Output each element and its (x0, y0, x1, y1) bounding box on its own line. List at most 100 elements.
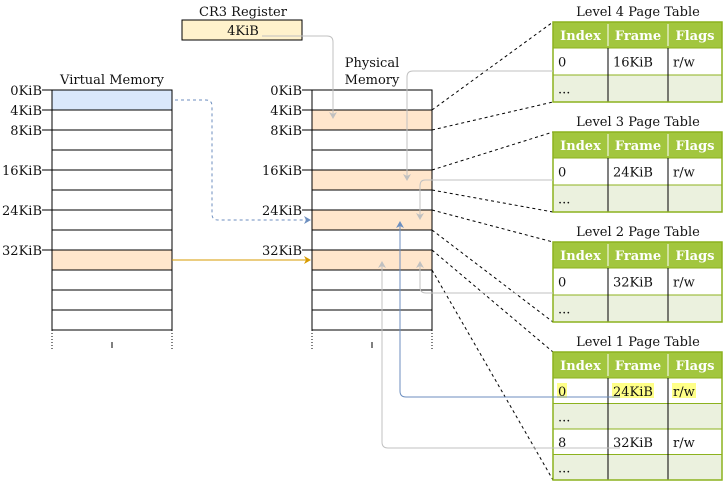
table-cell: 0 (558, 166, 566, 181)
page-table-title: Level 3 Page Table (576, 115, 700, 130)
physical-memory-page-row (311, 129, 433, 151)
physical-memory-page-row (311, 89, 433, 111)
virtual-memory-page-row (51, 149, 173, 171)
table-header-row (553, 352, 722, 378)
virtual-memory-address-label: 4KiB (10, 104, 42, 119)
table-cell: r/w (673, 385, 695, 400)
table-cell: 0 (558, 56, 566, 71)
physical-memory-address-label: 24KiB (262, 204, 302, 219)
table-row (552, 267, 723, 296)
table-cell: r/w (673, 166, 695, 181)
table-cell: 0 (558, 276, 566, 291)
page-table-title: Level 1 Page Table (576, 335, 700, 350)
virtual-memory-title: Virtual Memory (59, 73, 165, 88)
physical-memory-title-2: Memory (345, 73, 400, 88)
physical-memory-title-1: Physical (345, 56, 399, 71)
table-header-cell: Index (560, 139, 601, 154)
physical-memory-address-label: 8KiB (270, 124, 302, 139)
physical-memory-page-row (311, 249, 433, 271)
table-cell: 32KiB (613, 436, 653, 451)
virtual-memory-address-label: 16KiB (2, 164, 42, 179)
virtual-memory-page-row (51, 229, 173, 251)
frame-to-table-connectors (431, 21, 554, 481)
table-row (552, 454, 723, 481)
table-cell: 24KiB (613, 385, 653, 400)
table-cell: 8 (558, 436, 566, 451)
table-cell: ... (558, 193, 570, 208)
table-cell: r/w (673, 436, 695, 451)
table-cell: ... (558, 303, 570, 318)
table-header-cell: Frame (615, 359, 661, 374)
cr3-value: 4KiB (227, 24, 259, 39)
physical-memory-page-row (311, 229, 433, 251)
table-header-row (553, 22, 722, 48)
physical-memory-address-label: 32KiB (262, 244, 302, 259)
virtual-memory-address-label: 0KiB (10, 84, 42, 99)
l1-entry8-arrow (378, 261, 620, 449)
virtual-memory-address-label: 32KiB (2, 244, 42, 259)
physical-memory-page-row (311, 189, 433, 211)
l1-entry0-arrow (396, 221, 620, 398)
table-cell: 32KiB (613, 276, 653, 291)
table-cell: 24KiB (613, 166, 653, 181)
l4-entry-arrow (403, 70, 553, 181)
table-cell: ... (558, 461, 570, 476)
arrows (172, 35, 620, 449)
table-row (552, 74, 723, 103)
physical-memory-page-row (311, 169, 433, 191)
table-header-cell: Index (560, 249, 601, 264)
physical-memory-page-row (311, 149, 433, 171)
virtual-memory-page-row (51, 289, 173, 311)
virtual-memory-page-row (51, 309, 173, 331)
table-header-cell: Frame (615, 29, 661, 44)
table-header-row (553, 242, 722, 268)
physical-memory-page-row (311, 309, 433, 331)
table-header-row (553, 132, 722, 158)
l2-entry-arrow (416, 261, 553, 294)
virtual-memory-page-row (51, 269, 173, 291)
physical-memory-page-row (311, 109, 433, 131)
physical-memory-page-row (311, 269, 433, 291)
table-header-cell: Frame (615, 139, 661, 154)
virtual-memory-page-row (51, 109, 173, 131)
page-table-title: Level 4 Page Table (576, 5, 700, 20)
l3-entry-arrow (416, 179, 553, 220)
table-header-cell: Flags (676, 249, 715, 264)
table-cell: r/w (673, 56, 695, 71)
cr3-register: CR3 Register 4KiB (181, 5, 303, 41)
table-cell: ... (558, 83, 570, 98)
cr3-title: CR3 Register (199, 5, 288, 20)
physical-memory-address-label: 16KiB (262, 164, 302, 179)
table-header-cell: Index (560, 29, 601, 44)
virtual-memory-address-label: 8KiB (10, 124, 42, 139)
virtual-memory-page-row (51, 169, 173, 191)
virtual-memory-page-row (51, 129, 173, 151)
physical-memory: Physical Memory 0KiB 4KiB 8KiB 16KiB 24KiB 32… (262, 56, 433, 350)
table-header-cell: Frame (615, 249, 661, 264)
page-table-title: Level 2 Page Table (576, 225, 700, 240)
table-row (552, 294, 723, 323)
physical-memory-address-label: 0KiB (270, 84, 302, 99)
physical-memory-page-row (311, 209, 433, 231)
physical-memory-page-row (311, 289, 433, 311)
virtual-memory-page-row (51, 209, 173, 231)
table-row (552, 157, 723, 186)
table-header-cell: Index (560, 359, 601, 374)
table-cell: ... (558, 410, 570, 425)
virtual-memory-address-label: 24KiB (2, 204, 42, 219)
cr3-arrow (262, 35, 337, 119)
table-header-cell: Flags (676, 139, 715, 154)
virtual-memory-page-row (51, 249, 173, 271)
table-cell: r/w (673, 276, 695, 291)
table-cell: 0 (558, 385, 566, 400)
virtual-memory-page-row (51, 189, 173, 211)
table-row (552, 47, 723, 76)
table-header-cell: Flags (676, 359, 715, 374)
physical-memory-address-label: 4KiB (270, 104, 302, 119)
